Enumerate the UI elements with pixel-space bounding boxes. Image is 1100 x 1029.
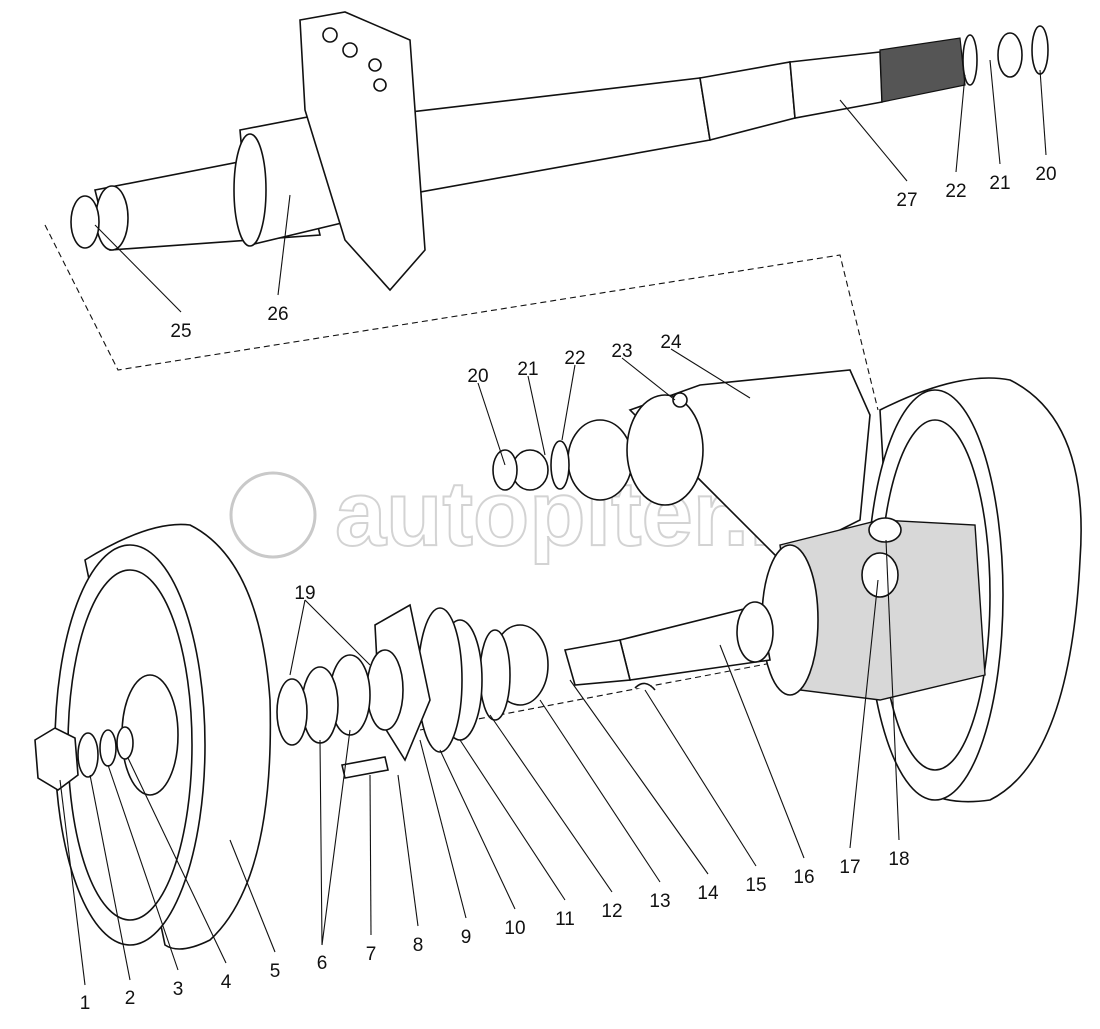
callout-1: 1	[80, 993, 91, 1014]
callout-17: 17	[839, 857, 860, 878]
callout-8: 8	[413, 935, 424, 956]
callout-15: 15	[745, 875, 766, 896]
housing-24	[492, 369, 871, 561]
callout-19: 19	[294, 583, 315, 604]
callout-9: 9	[461, 927, 472, 948]
callout-23: 23	[611, 341, 632, 362]
callout-26: 26	[267, 304, 288, 325]
callout-12: 12	[601, 901, 622, 922]
callout-labels: 1 2 3 4 5 6 7 8 9 10 11 12 13 14 15 16 1…	[80, 164, 1057, 1014]
callout-10: 10	[504, 918, 525, 939]
callout-4: 4	[221, 972, 232, 993]
callout-22-upper: 22	[945, 181, 966, 202]
callout-18: 18	[888, 849, 909, 870]
callout-22: 22	[564, 348, 585, 369]
callout-5: 5	[270, 961, 281, 982]
callout-6: 6	[317, 953, 328, 974]
callout-24: 24	[660, 332, 682, 353]
pivot-shaft-27	[70, 11, 1049, 292]
callout-2: 2	[125, 988, 136, 1009]
callout-13: 13	[649, 891, 670, 912]
leader-lines	[59, 59, 1047, 986]
assembly-guide-line	[44, 224, 879, 411]
callout-7: 7	[366, 944, 377, 965]
nut-and-washers	[34, 726, 134, 791]
seal-stack	[276, 603, 511, 779]
callout-20: 20	[467, 366, 488, 387]
callout-25: 25	[170, 321, 191, 342]
hub-block	[761, 517, 986, 701]
callout-27: 27	[896, 190, 917, 211]
callout-16: 16	[793, 867, 814, 888]
callout-14: 14	[697, 883, 719, 904]
callout-3: 3	[173, 979, 184, 1000]
callout-20-upper: 20	[1035, 164, 1056, 185]
axle-shaft-16	[491, 601, 774, 706]
callout-11: 11	[555, 909, 575, 930]
callout-21-upper: 21	[989, 173, 1010, 194]
callout-21: 21	[517, 359, 538, 380]
